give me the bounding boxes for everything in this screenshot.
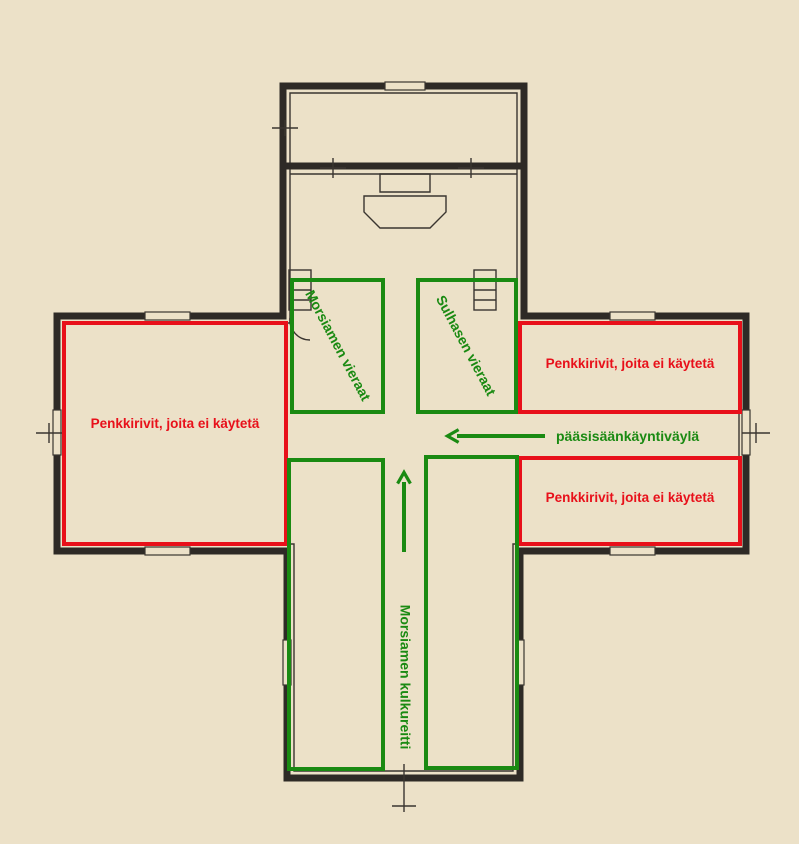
altar [363, 173, 447, 229]
bride-guests-label: Morsiamen vieraat [302, 287, 374, 403]
main-entrance-aisle-label: pääsisäänkäyntiväylä [556, 428, 699, 444]
windows [52, 81, 751, 686]
bride-route-label: Morsiamen kulkureitti [397, 605, 413, 750]
cross-marks [36, 120, 770, 812]
route-arrows [396, 428, 545, 552]
unused-pews-label-right-top: Penkkirivit, joita ei käytetä [546, 356, 715, 371]
guest-seating-areas [287, 278, 519, 771]
groom-guests-label: Sulhasen vieraat [433, 293, 500, 399]
unused-pews-label-right-bottom: Penkkirivit, joita ei käytetä [546, 490, 715, 505]
unused-pews-label-left: Penkkirivit, joita ei käytetä [91, 416, 260, 431]
unused-pew-areas [62, 321, 742, 546]
